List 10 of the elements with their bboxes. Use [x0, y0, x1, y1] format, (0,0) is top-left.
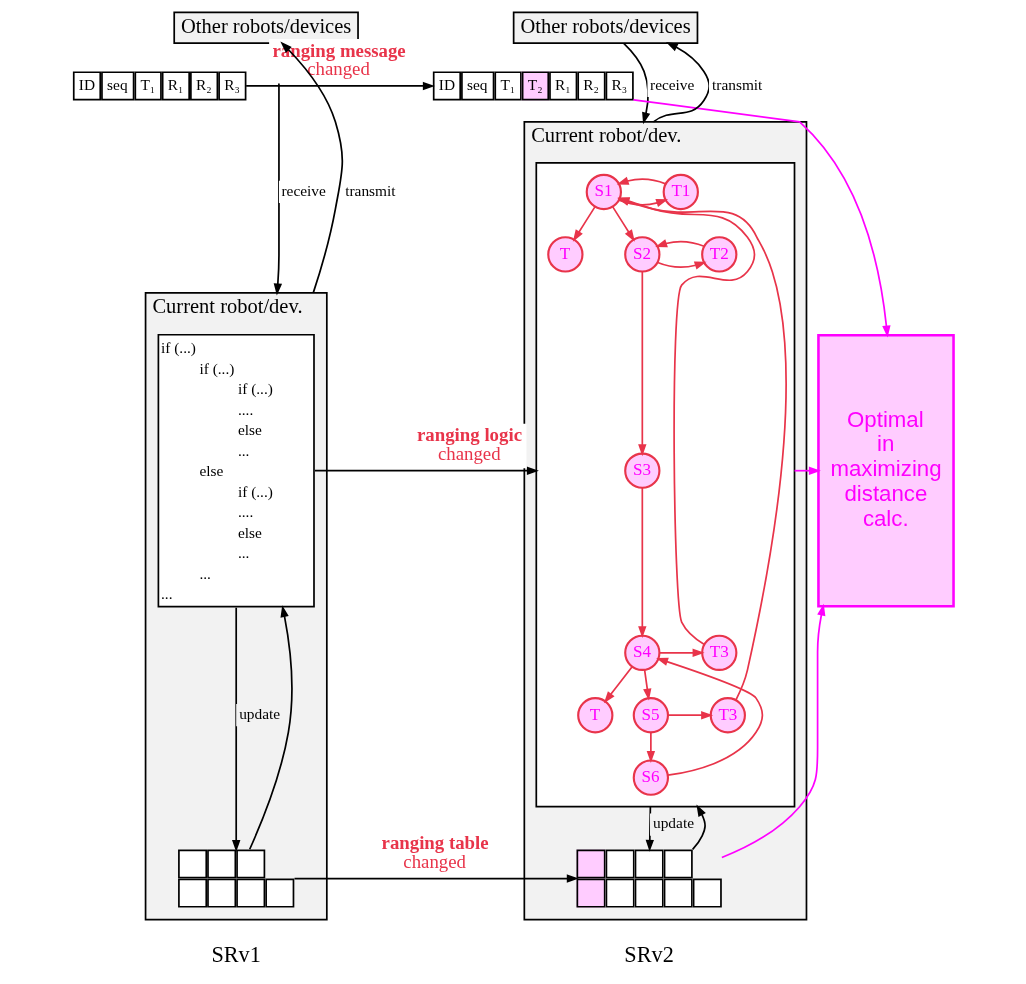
edge-label: update	[653, 813, 694, 831]
edge-label: transmit	[345, 181, 396, 199]
edge-label: transmit	[712, 75, 763, 93]
label: SRv1	[211, 941, 261, 967]
edge-label: ranging table changed	[381, 831, 489, 872]
edge-label: receive	[650, 75, 695, 93]
edge-label: ranging logic changed	[417, 423, 522, 464]
edge-label: receive	[281, 181, 326, 199]
edge-label: update	[239, 704, 281, 722]
label: SRv2	[624, 941, 674, 967]
